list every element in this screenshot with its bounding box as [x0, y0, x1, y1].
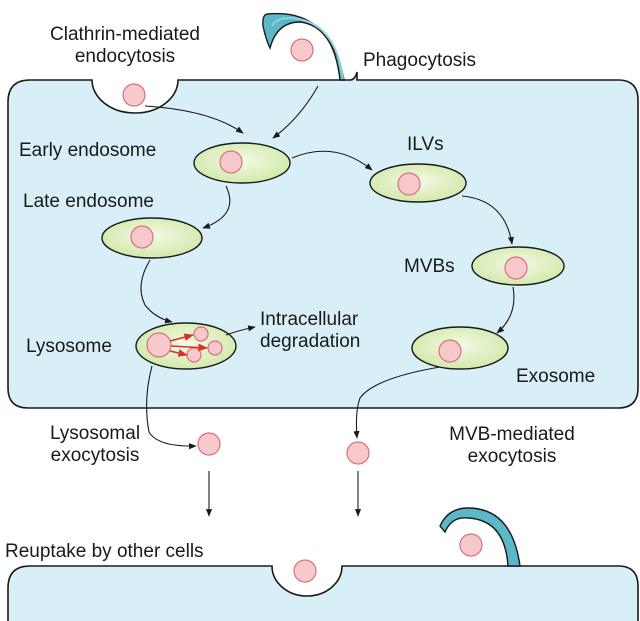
degradation-arrow: [169, 349, 188, 357]
vesicle: [504, 256, 528, 280]
vesicle: [397, 172, 421, 196]
lysosomal-exocytosis-label: Lysosomal exocytosis: [49, 423, 141, 467]
mvbs-label: MVBs: [404, 256, 455, 277]
vesicle: [186, 347, 202, 363]
vesicle: [193, 326, 209, 342]
late-endosome-label: Late endosome: [23, 191, 154, 212]
vesicle: [197, 432, 221, 456]
exosome-label: Exosome: [516, 366, 596, 387]
arrow-phagocytosis-to-early: [272, 85, 319, 139]
vesicle: [346, 441, 370, 465]
vesicle: [219, 150, 243, 174]
lower-phagocytosis-membrane: [439, 507, 521, 567]
degradation-arrow: [170, 343, 208, 352]
phagocytosis-label: Phagocytosis: [363, 50, 477, 71]
phagocytosis-membrane: [262, 12, 345, 81]
arrow-lysosome-to-degradation: [225, 325, 256, 336]
intracellular-degradation-label: Intracellular degradation: [260, 309, 361, 353]
lysosome-label: Lysosome: [26, 336, 112, 357]
reuptake-label: Reuptake by other cells: [5, 541, 204, 562]
vesicle: [438, 339, 462, 363]
upper-cell: [7, 71, 639, 409]
vesicle: [146, 332, 172, 358]
arrow-endocytosis-to-early: [144, 105, 244, 134]
vesicle: [130, 225, 154, 249]
arrow-late-to-lysosome: [140, 259, 173, 324]
arrow-early-to-ilvs: [291, 150, 373, 171]
arrow-early-to-late: [202, 185, 231, 229]
vesicle: [207, 340, 223, 356]
vesicle: [459, 533, 483, 557]
degradation-arrow: [169, 333, 194, 342]
vesicle: [290, 38, 314, 62]
arrow-lysosomal-exocytosis: [146, 365, 197, 450]
early-endosome-label: Early endosome: [19, 140, 157, 161]
arrow-ilvs-to-mvbs: [461, 195, 514, 245]
ilvs-label: ILVs: [407, 134, 444, 155]
arrow-mvbs-to-exosome: [496, 286, 515, 334]
vesicle: [293, 559, 317, 583]
vesicle: [122, 83, 146, 107]
arrow-mvb-exocytosis: [353, 366, 441, 439]
clathrin-endocytosis-label: Clathrin-mediated endocytosis: [50, 24, 200, 68]
lower-cell: [7, 565, 639, 621]
mvb-exocytosis-label: MVB-mediated exocytosis: [449, 424, 575, 468]
